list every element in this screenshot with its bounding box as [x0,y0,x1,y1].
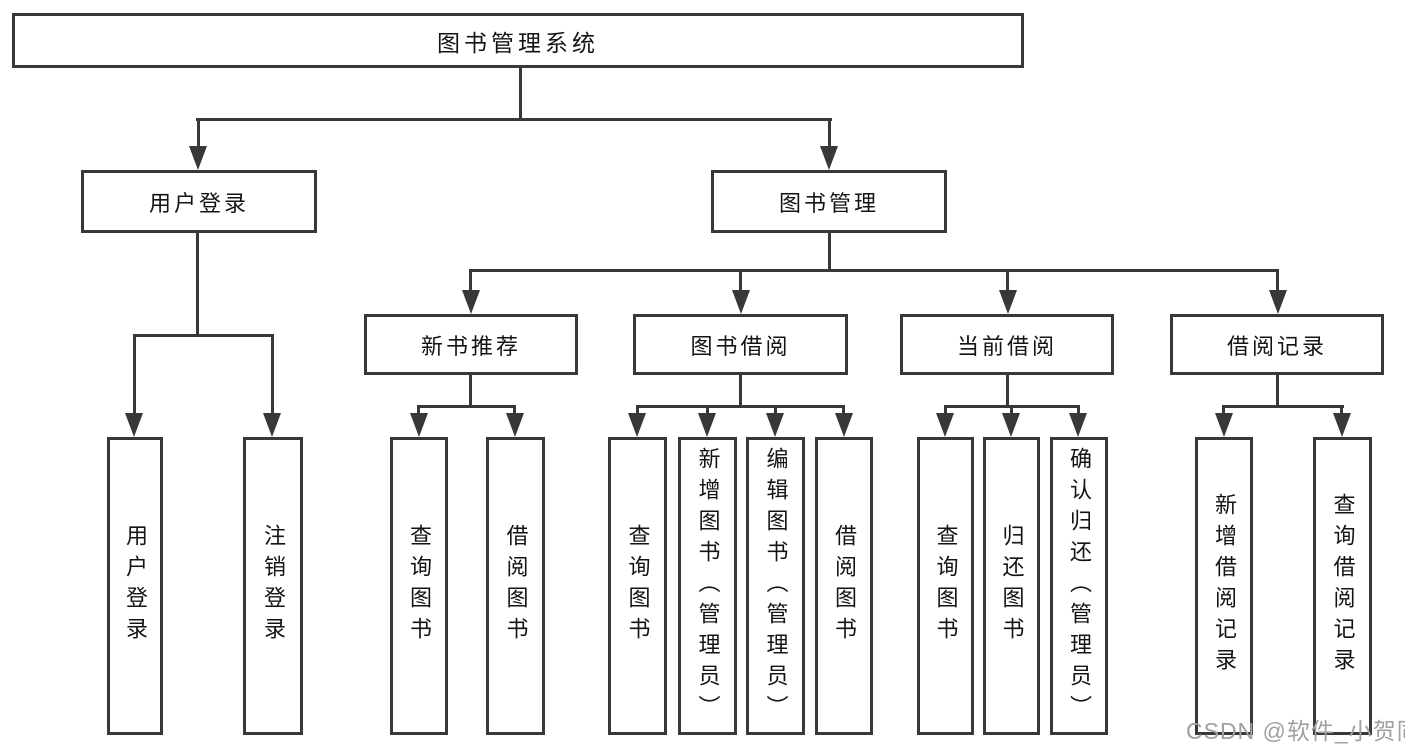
connector-hline [636,405,844,408]
arrowhead-down-icon [1333,413,1351,437]
connector-vline [271,334,274,420]
node-book-borrowing: 图书借阅 [633,314,848,375]
leaf-query-books-recommend: 查询图书 [390,437,448,735]
connector-vline [739,375,742,408]
connector-vline [519,68,522,121]
connector-vline [1276,375,1279,408]
node-current-borrowing: 当前借阅 [900,314,1114,375]
node-label: 图书管理 [778,190,879,216]
leaf-label: 查询图书 [625,524,651,648]
connector-vline [469,375,472,408]
arrowhead-down-icon [263,413,281,437]
leaf-edit-books-admin: 编辑图书（管理员） [746,437,805,735]
arrowhead-down-icon [628,413,646,437]
arrowhead-down-icon [1215,413,1233,437]
leaf-add-books-admin: 新增图书（管理员） [678,437,737,735]
node-root-library-system: 图书管理系统 [12,13,1024,68]
connector-vline [739,269,742,296]
leaf-add-borrow-record: 新增借阅记录 [1195,437,1253,735]
node-borrow-records: 借阅记录 [1170,314,1384,375]
connector-vline [196,233,199,337]
leaf-label: 查询图书 [407,524,432,648]
node-label: 图书管理系统 [437,29,599,56]
leaf-query-borrow-record: 查询借阅记录 [1313,437,1372,735]
connector-hline [196,118,832,121]
csdn-watermark: CSDN @软件_小贺同学 [1186,718,1405,744]
arrowhead-down-icon [1002,413,1020,437]
arrowhead-down-icon [410,413,428,437]
connector-vline [197,118,200,152]
node-new-book-recommend: 新书推荐 [364,314,578,375]
node-label: 新书推荐 [420,333,521,359]
arrowhead-down-icon [999,290,1017,314]
leaf-label: 借阅图书 [832,524,857,648]
arrowhead-down-icon [1069,413,1087,437]
arrowhead-down-icon [820,146,838,170]
connector-hline [1222,405,1344,408]
leaf-label: 用户登录 [123,524,148,648]
arrowhead-down-icon [835,413,853,437]
leaf-borrow-books: 借阅图书 [815,437,873,735]
leaf-label: 新增借阅记录 [1212,493,1237,679]
leaf-label: 编辑图书（管理员） [763,446,789,726]
connector-vline [469,269,472,296]
leaf-borrow-books-recommend: 借阅图书 [486,437,545,735]
connector-vline [828,233,831,272]
leaf-user-login: 用户登录 [107,437,163,735]
node-user-login: 用户登录 [81,170,317,233]
leaf-label: 归还图书 [999,524,1025,648]
connector-hline [469,269,1279,272]
connector-vline [133,334,136,420]
leaf-query-books-borrowing: 查询图书 [608,437,667,735]
connector-vline [1006,375,1009,408]
connector-hline [133,334,274,337]
node-label: 借阅记录 [1226,333,1327,359]
leaf-confirm-return-admin: 确认归还（管理员） [1050,437,1108,735]
node-book-management: 图书管理 [711,170,947,233]
leaf-label: 查询图书 [933,524,959,648]
leaf-label: 借阅图书 [503,524,529,648]
arrowhead-down-icon [936,413,954,437]
leaf-query-books-current: 查询图书 [917,437,974,735]
connector-vline [1276,269,1279,296]
arrowhead-down-icon [462,290,480,314]
arrowhead-down-icon [506,413,524,437]
node-label: 当前借阅 [956,333,1057,359]
arrowhead-down-icon [698,413,716,437]
arrowhead-down-icon [189,146,207,170]
arrowhead-down-icon [1269,290,1287,314]
leaf-label: 确认归还（管理员） [1067,446,1092,726]
connector-hline [417,405,516,408]
arrowhead-down-icon [766,413,784,437]
arrowhead-down-icon [732,290,750,314]
connector-vline [1006,269,1009,296]
leaf-label: 注销登录 [261,524,286,648]
leaf-label: 查询借阅记录 [1330,493,1356,679]
leaf-logout: 注销登录 [243,437,303,735]
connector-vline [828,118,831,152]
leaf-return-books: 归还图书 [983,437,1040,735]
node-label: 图书借阅 [690,333,791,359]
arrowhead-down-icon [125,413,143,437]
node-label: 用户登录 [148,190,249,216]
leaf-label: 新增图书（管理员） [695,446,721,726]
